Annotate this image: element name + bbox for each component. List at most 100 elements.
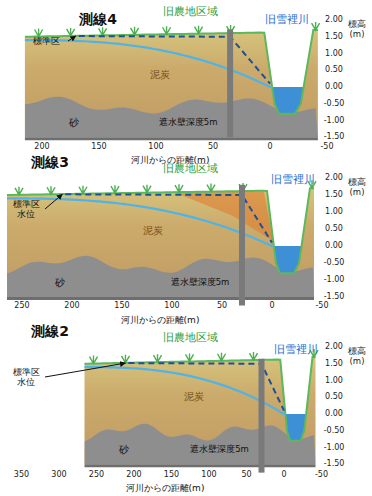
y-tick: 1.50 [325,32,343,41]
grass-tuft [175,184,183,192]
axis-unit: 標高 (m) [345,20,369,40]
x-tick: -50 [315,301,328,310]
cutoff-wall [227,29,233,137]
grass-tuft [207,184,215,192]
peat-label: 泥炭 [143,225,163,237]
y-tick: 0.50 [325,66,343,75]
peat-layer [25,30,318,137]
y-tick: -1.00 [324,275,345,284]
x-tick: 50 [217,301,227,310]
y-tick: -1.50 [324,460,345,469]
grass-tuft [67,28,75,36]
cutoff-wall [239,185,245,306]
grass-tuft [218,353,226,361]
cross-section-panel [7,180,316,305]
river-label: 旧雪裡川 [271,173,315,185]
sand-label: 砂 [69,117,79,129]
grass-tuft [90,356,98,364]
wall-label: 遮水壁深度5m [190,445,249,455]
x-tick: 350 [14,470,29,479]
x-tick: -50 [320,142,333,151]
cross-section-panel [45,349,318,473]
axis-unit: 標高 (m) [345,178,369,198]
peat-label: 泥炭 [150,70,170,82]
line-title: 測線3 [31,154,69,170]
y-tick: 0.00 [325,409,343,418]
x-tick: 50 [241,470,251,479]
x-tick: 200 [126,470,141,479]
ground-surface [85,357,316,441]
y-tick: -0.50 [324,99,345,108]
plot-marker: 標準区 水位 [9,367,43,388]
leader-arrow [45,363,125,377]
line-title: 測線4 [79,11,117,27]
grass-tuft [122,355,130,363]
x-tick: 100 [148,142,163,151]
sand-layer [85,424,316,465]
y-tick: 0.00 [325,82,343,91]
x-axis-title: 河川からの距離(m) [121,315,200,325]
region-label: 旧農地区域 [163,162,218,174]
grass-tuft [312,22,320,30]
base-band [25,137,318,140]
axis-unit: 標高 (m) [345,347,369,367]
line-title: 測線2 [31,323,69,339]
y-tick: -0.50 [324,258,345,267]
ground-surface [7,188,314,273]
grass-tuft [15,187,23,195]
y-tick: 1.00 [325,376,343,385]
cross-section-panel [25,22,320,140]
grass-tuft [47,186,55,194]
x-tick: 200 [64,301,79,310]
x-tick: 50 [208,142,218,151]
grass-tuft [99,27,107,35]
y-tick: -1.00 [324,116,345,125]
y-tick: 2.00 [325,15,343,24]
base-band [7,297,314,300]
sand-label: 砂 [119,444,129,456]
x-tick: 200 [34,142,49,151]
wall-label: 遮水壁深度5m [159,118,218,128]
grass-tuft [186,353,194,361]
x-axis-title: 河川からの距離(m) [126,483,205,493]
grass-tuft [35,29,43,37]
y-tick: 2.00 [325,173,343,182]
y-tick: 2.00 [325,342,343,351]
y-tick: 1.00 [325,207,343,216]
water-table-line [25,40,272,87]
river-label: 旧雪裡川 [274,343,318,355]
y-tick: 1.00 [325,49,343,58]
grass-tuft [163,26,171,34]
leader-arrow [68,36,76,41]
base-band [85,464,316,467]
sand-layer [7,256,314,297]
grass-tuft [250,352,258,360]
ground-surface [25,30,318,114]
x-tick: 150 [91,142,106,151]
y-tick: 0.50 [325,393,343,402]
water-table-line [7,198,274,246]
y-tick: 1.50 [325,190,343,199]
plot-marker: 標準区 水位 [9,199,43,220]
x-tick: -50 [315,470,328,479]
region-label: 旧農地区域 [163,331,218,343]
x-tick: 0 [267,142,272,151]
x-tick: 0 [281,470,286,479]
plot-marker: 標準区 [33,36,60,46]
x-tick: 100 [201,470,216,479]
y-tick: -1.50 [324,292,345,301]
grass-tuft [195,26,203,34]
grass-tuft [111,185,119,193]
water-table-line [85,367,286,414]
y-tick: 0.50 [325,224,343,233]
peat-layer [85,357,316,464]
x-tick: 300 [51,470,66,479]
region-label: 旧農地区域 [163,5,218,17]
y-tick: 0.00 [325,241,343,250]
cutoff-wall [259,359,265,473]
peat-layer [7,188,314,297]
river-label: 旧雪裡川 [265,13,309,25]
grass-tuft [131,27,139,35]
